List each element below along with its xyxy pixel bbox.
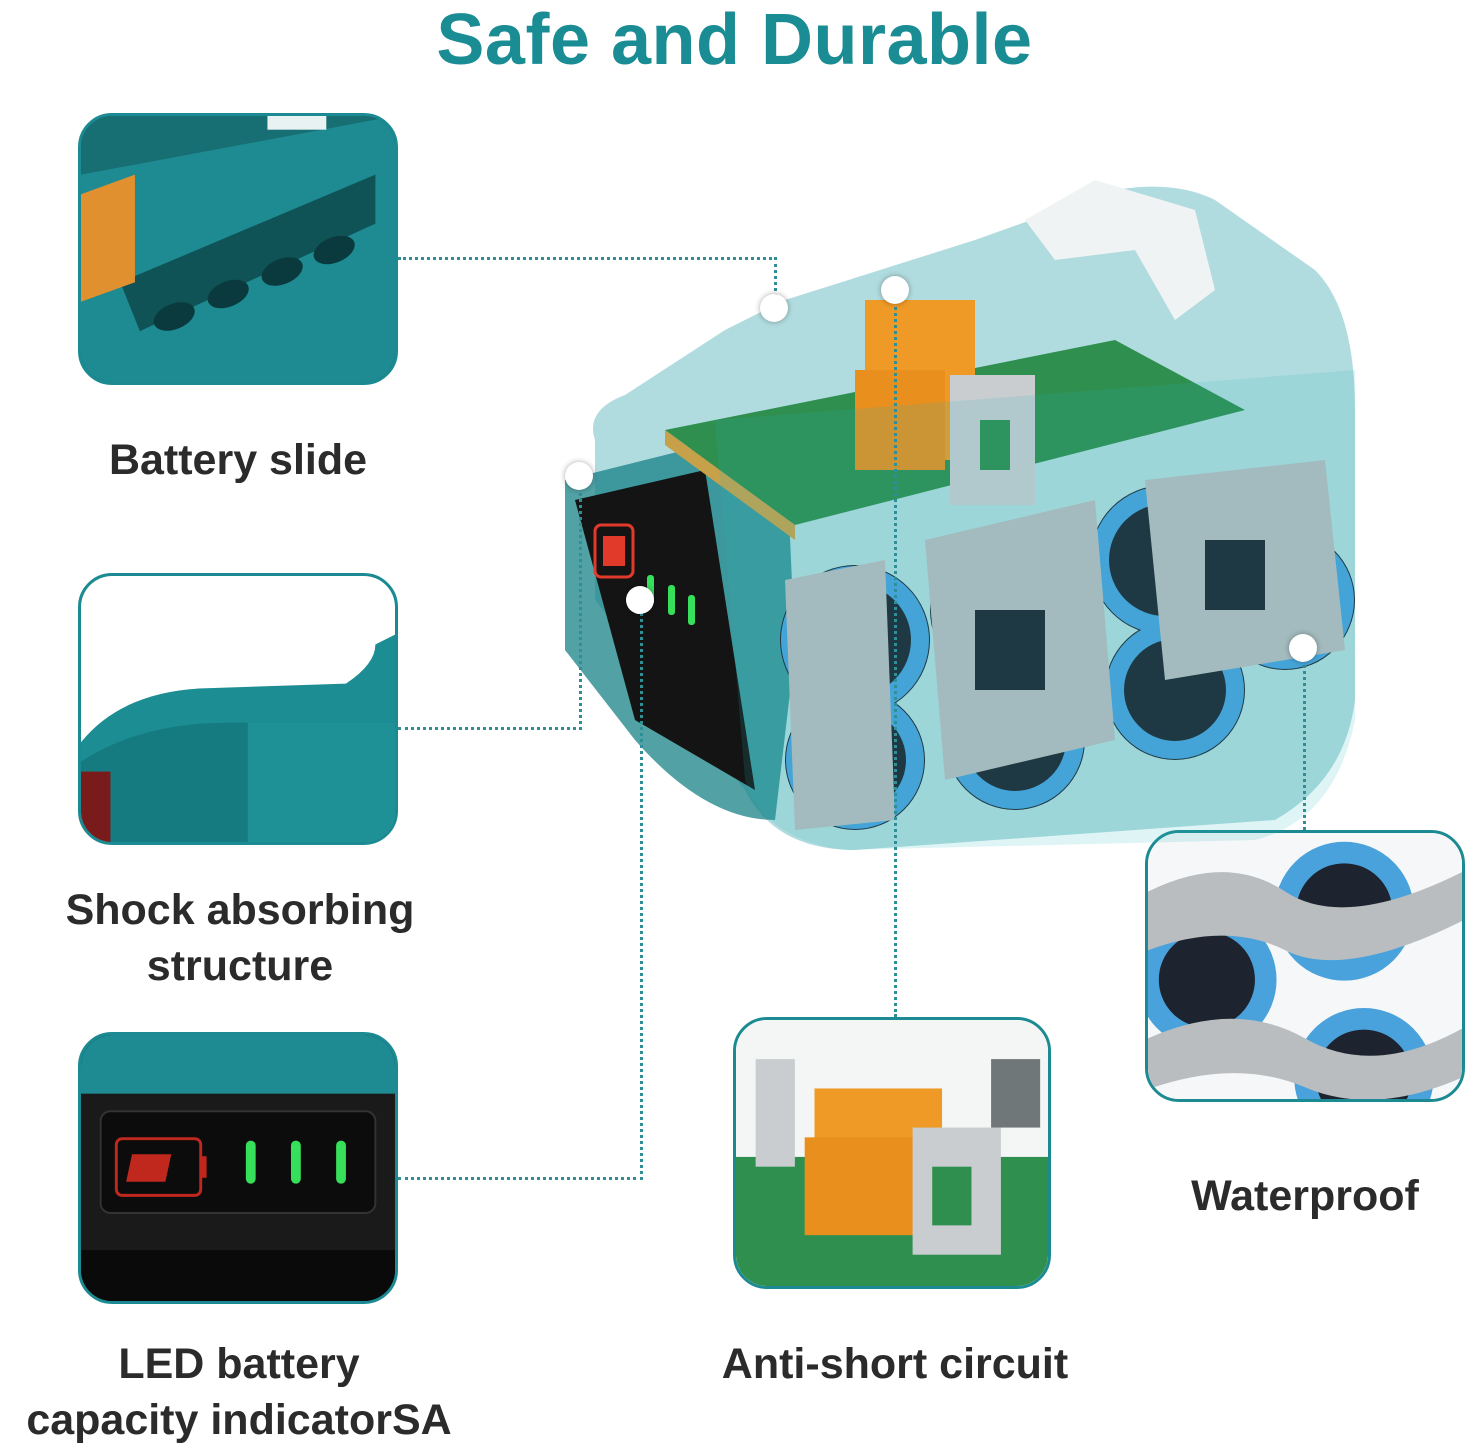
- led-indicator-label: LED battery capacity indicatorSA: [0, 1336, 478, 1448]
- shock-absorbing-label-line1: Shock absorbing: [65, 886, 415, 934]
- shock-absorbing-label-line2: structure: [146, 942, 334, 990]
- anti-short-circuit-label: Anti-short circuit: [721, 1340, 1069, 1388]
- shock-absorbing-label: Shock absorbing structure: [40, 882, 440, 994]
- led-indicator-image: [78, 1032, 398, 1304]
- battery-slide-image: [78, 113, 398, 385]
- battery-slide-connector: [398, 257, 777, 310]
- callout-dot-waterproof: [1289, 634, 1317, 662]
- shock-absorbing-image: [78, 573, 398, 845]
- shock-absorbing-connector: [398, 474, 582, 730]
- waterproof-connector: [1303, 648, 1306, 830]
- callout-dot-battery-slide: [760, 294, 788, 322]
- callout-dot-anti-short-circuit: [881, 276, 909, 304]
- callout-dot-shock-absorbing: [565, 462, 593, 490]
- anti-short-circuit-image: [733, 1017, 1051, 1289]
- battery-slide-label: Battery slide: [108, 436, 368, 484]
- led-indicator-connector: [398, 600, 643, 1180]
- waterproof-image: [1145, 830, 1465, 1102]
- battery-illustration: [555, 180, 1385, 860]
- led-indicator-label-line2: capacity indicatorSA: [26, 1396, 452, 1444]
- anti-short-circuit-connector: [894, 290, 897, 1017]
- page-title: Safe and Durable: [436, 0, 1033, 80]
- waterproof-label: Waterproof: [1191, 1172, 1419, 1220]
- callout-dot-led-indicator: [626, 586, 654, 614]
- led-indicator-label-line1: LED battery: [118, 1340, 360, 1388]
